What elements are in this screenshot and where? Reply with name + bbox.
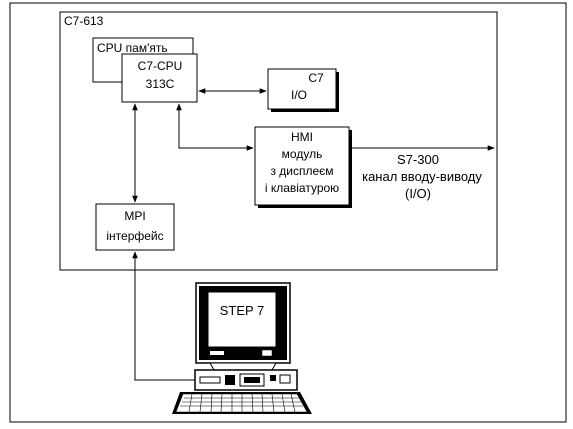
cpu-label-line1: C7-CPU (138, 59, 183, 73)
s7-label-line1: S7-300 (397, 152, 439, 167)
hmi-label-line4: і клавіатурою (265, 181, 339, 195)
hmi-box (254, 126, 350, 206)
hmi-label-line3: з дисплеєм (270, 164, 333, 178)
mpi-box (95, 203, 175, 251)
cpu-box (121, 53, 198, 103)
hmi-label-line1: HMI (291, 130, 313, 144)
computer-icon (172, 282, 312, 414)
io-label-line2: I/O (291, 88, 307, 102)
connector-mpi-pc (132, 251, 198, 381)
hmi-label-line2: модуль (282, 147, 323, 161)
connector-cpu-hmi (176, 103, 254, 151)
system-label: C7-613 (64, 14, 104, 28)
monitor-screen (207, 291, 277, 348)
cpu-memory-label: CPU пам'ять (97, 41, 168, 55)
s7-label-line2: канал вводу-виводу (362, 169, 482, 184)
outer-frame (9, 2, 567, 423)
s7-label-line3: (I/O) (405, 186, 431, 201)
io-box (267, 68, 337, 110)
io-label-line1: C7 (308, 71, 324, 85)
mpi-label-line1: MPI (124, 209, 145, 223)
screen-label: STEP 7 (220, 303, 265, 318)
cpu-label-line2: 313C (146, 77, 175, 91)
mpi-label-line2: інтерфейс (106, 229, 163, 243)
